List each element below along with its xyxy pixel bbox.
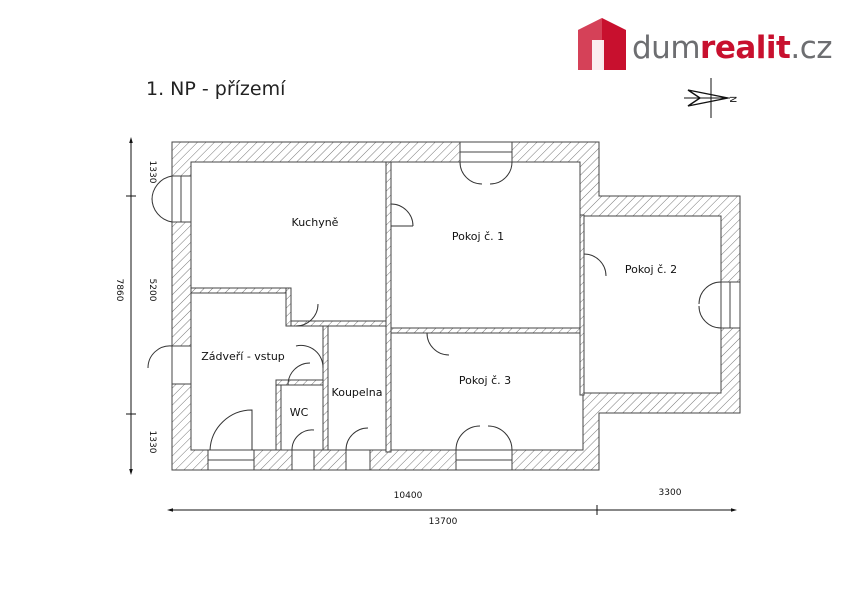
outer-walls — [171, 141, 741, 471]
dim-left-middle: 5200 — [147, 279, 157, 302]
interior-walls — [190, 161, 585, 453]
room-label-bathroom: Koupelna — [332, 386, 383, 399]
room-label-room2: Pokoj č. 2 — [625, 263, 677, 276]
dim-width-main: 10400 — [394, 491, 423, 501]
logo-icon — [578, 18, 626, 70]
dim-total-height: 7860 — [114, 279, 124, 302]
room-label-wc: WC — [290, 406, 309, 419]
room-label-hall: Zádveří - vstup — [201, 350, 285, 363]
room-label-kitchen: Kuchyně — [292, 216, 339, 229]
page-title: 1. NP - přízemí — [146, 78, 286, 100]
logo-wordmark[interactable]: dumrealit.cz — [632, 30, 833, 66]
dim-width-annex: 3300 — [659, 488, 682, 498]
compass-label: N — [727, 96, 737, 103]
dim-total-width: 13700 — [429, 517, 458, 527]
horizontal-dimensions — [167, 505, 737, 515]
dim-left-top: 1330 — [147, 161, 157, 184]
windows — [171, 141, 741, 471]
vertical-dimensions — [126, 137, 136, 475]
dim-left-bottom: 1330 — [147, 431, 157, 454]
room-label-room3: Pokoj č. 3 — [459, 374, 511, 387]
doors — [147, 161, 722, 451]
room-label-room1: Pokoj č. 1 — [452, 230, 504, 243]
compass-icon: N — [684, 78, 737, 118]
